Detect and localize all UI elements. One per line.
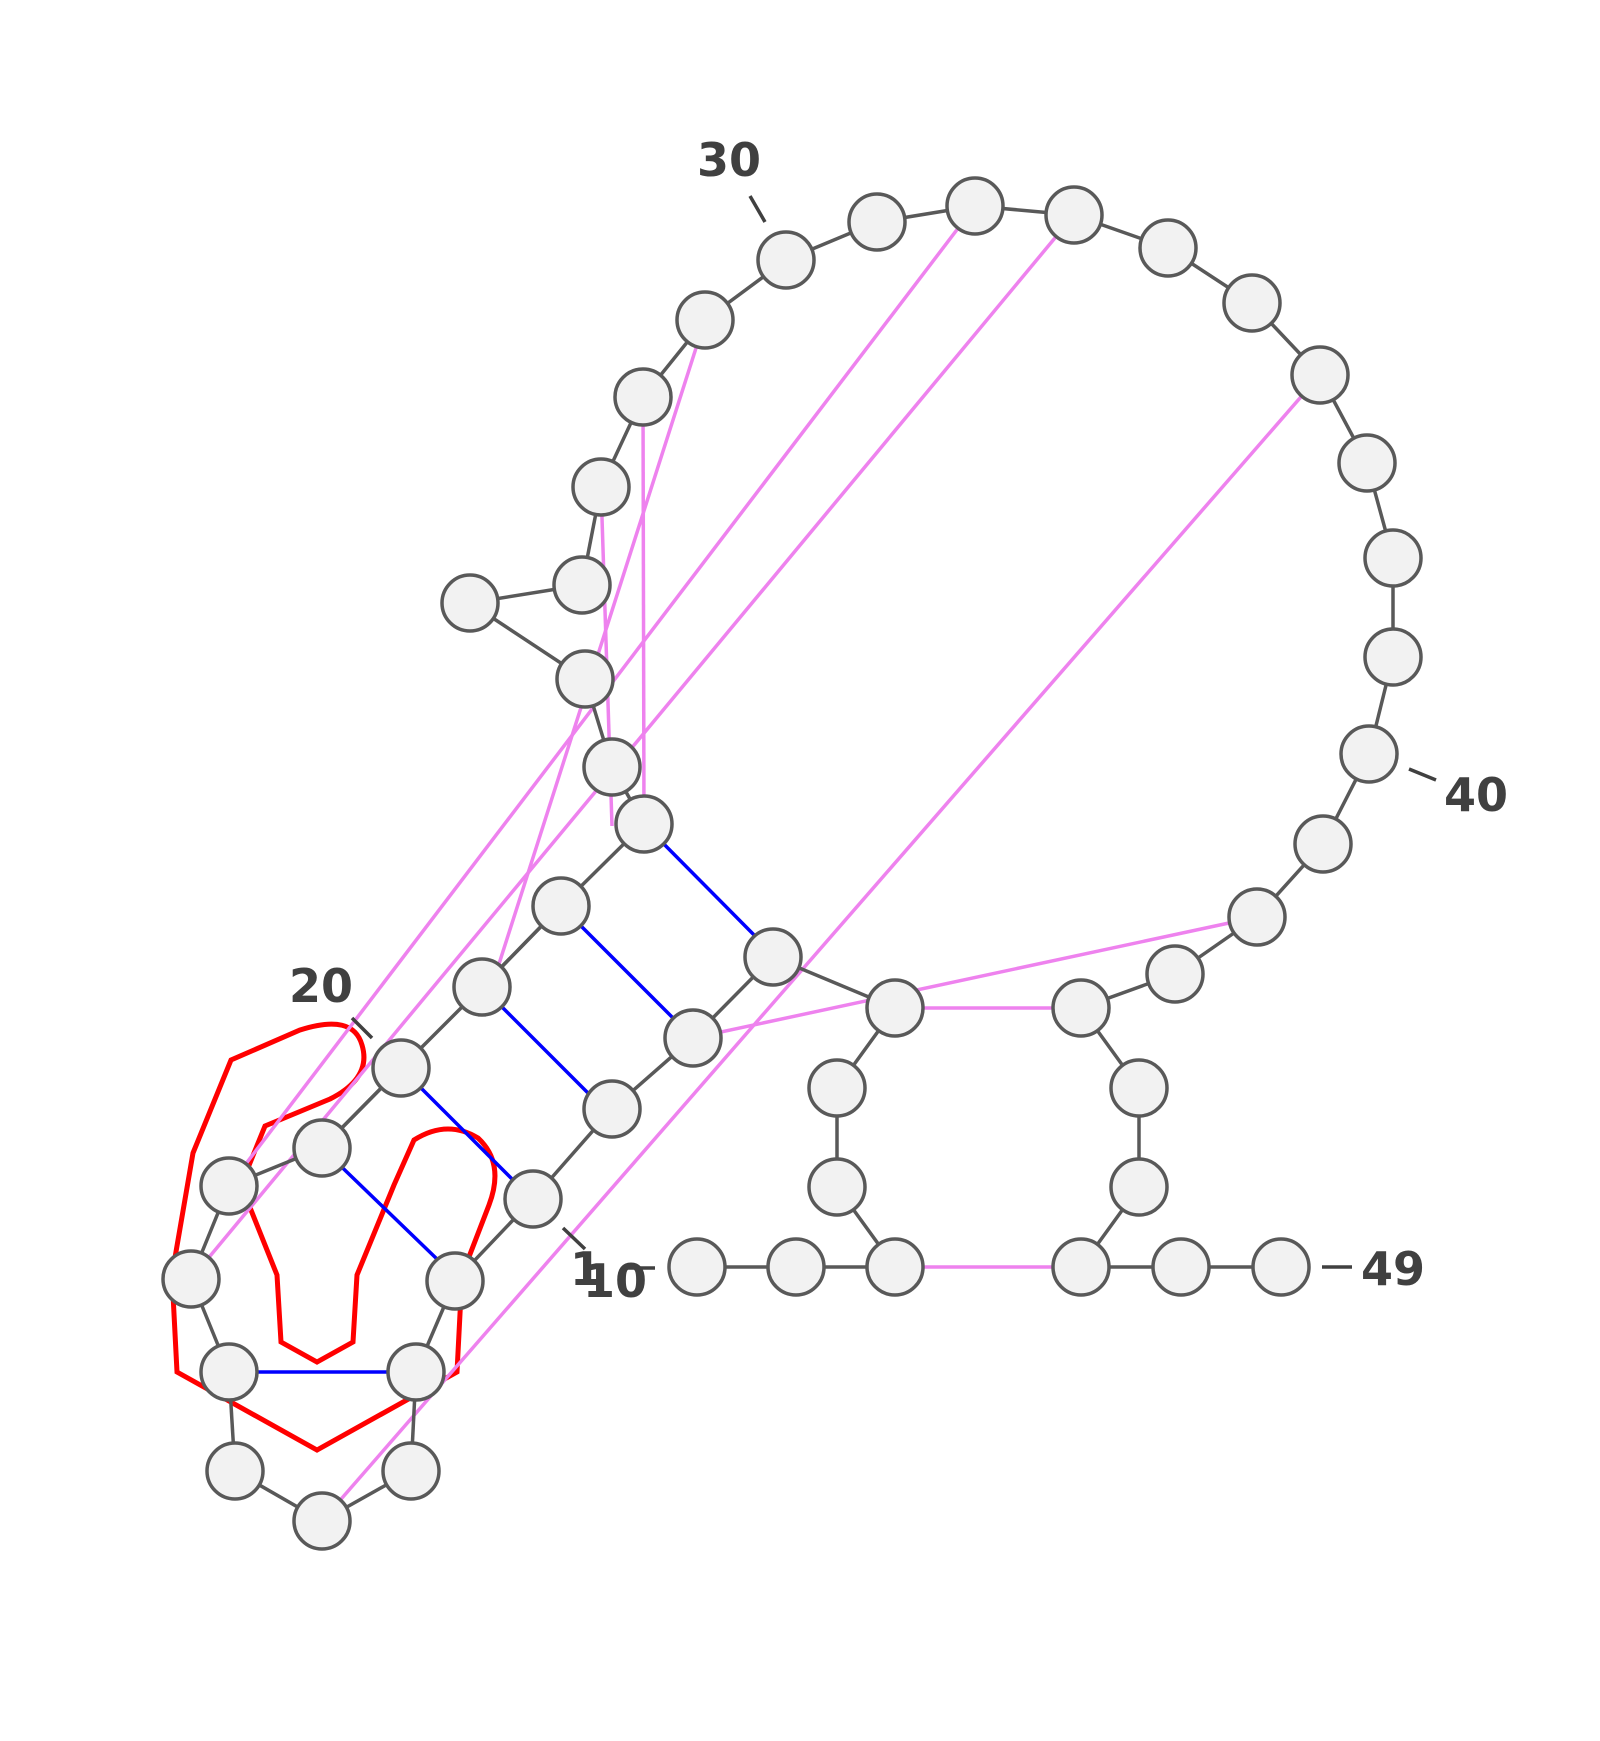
index-label-49: 49: [1361, 1242, 1425, 1296]
nucleotide-node: [531, 876, 591, 936]
nucleotide-node: [1363, 627, 1423, 687]
pseudoknot-pair-lines: [189, 204, 1322, 1523]
nucleotide-node: [865, 978, 925, 1038]
index-tick: [350, 1016, 374, 1040]
nucleotide-node: [807, 1157, 867, 1217]
index-tick: [748, 195, 767, 223]
nucleotide-node: [667, 1237, 727, 1297]
nucleotide-node: [1363, 528, 1423, 588]
nucleotide-node: [1293, 814, 1353, 874]
nucleotide-node: [552, 555, 612, 615]
nucleotide-node: [756, 230, 816, 290]
nucleotide-node: [1051, 1237, 1111, 1297]
index-label-1: 1: [570, 1242, 602, 1296]
nucleotide-node: [199, 1156, 259, 1216]
nucleotide-node: [945, 176, 1005, 236]
nucleotide-node: [199, 1342, 259, 1402]
nucleotide-node: [452, 957, 512, 1017]
nucleotide-node: [425, 1251, 485, 1311]
nucleotide-node: [571, 457, 631, 517]
index-tick: [1408, 767, 1437, 782]
nucleotide-node: [292, 1491, 352, 1551]
nucleotide-node: [440, 573, 500, 633]
nucleotide-node: [292, 1118, 352, 1178]
nucleotide-node: [386, 1342, 446, 1402]
pseudoknot-line: [320, 373, 1322, 1523]
index-labels: 110 20 30 40 49: [289, 133, 1508, 1308]
pseudoknot-line: [692, 915, 1258, 1040]
nucleotide-node: [766, 1237, 826, 1297]
nucleotide-node: [1290, 345, 1350, 405]
nucleotide-node: [1145, 944, 1205, 1004]
nucleotides: [161, 176, 1423, 1551]
nucleotide-node: [582, 737, 642, 797]
nucleotide-node: [1109, 1157, 1169, 1217]
nucleotide-node: [1138, 218, 1198, 278]
pseudoknot-line: [641, 396, 646, 825]
nucleotide-node: [847, 192, 907, 252]
nucleotide-node: [1227, 887, 1287, 947]
nucleotide-node: [503, 1169, 563, 1229]
index-ticks: [350, 195, 1437, 1270]
index-tick: [561, 1226, 587, 1251]
highlight-outline: [169, 1021, 498, 1453]
nucleotide-node: [675, 290, 735, 350]
nucleotide-node: [1109, 1058, 1169, 1118]
nucleotide-node: [381, 1441, 441, 1501]
nucleotide-node: [743, 927, 803, 987]
nucleotide-node: [613, 367, 673, 427]
nucleotide-node: [1222, 273, 1282, 333]
nucleotide-node: [161, 1249, 221, 1309]
nucleotide-node: [1251, 1237, 1311, 1297]
nucleotide-node: [1044, 185, 1104, 245]
nucleotide-node: [1337, 433, 1397, 493]
nucleotide-node: [1339, 724, 1399, 784]
nucleotide-node: [582, 1079, 642, 1139]
index-label-30: 30: [697, 133, 761, 187]
nucleotide-node: [555, 649, 615, 709]
index-label-40: 40: [1444, 768, 1508, 822]
index-label-20: 20: [289, 959, 353, 1013]
nucleotide-node: [371, 1038, 431, 1098]
nucleotide-node: [1051, 978, 1111, 1038]
nucleotide-node: [865, 1237, 925, 1297]
nucleotide-node: [663, 1008, 723, 1068]
nucleotide-node: [614, 794, 674, 854]
nucleotide-node: [807, 1058, 867, 1118]
backbone-lines: [189, 204, 1395, 1523]
nucleotide-node: [205, 1441, 265, 1501]
nucleotide-node: [1151, 1237, 1211, 1297]
index-label-10: 10: [583, 1254, 647, 1308]
